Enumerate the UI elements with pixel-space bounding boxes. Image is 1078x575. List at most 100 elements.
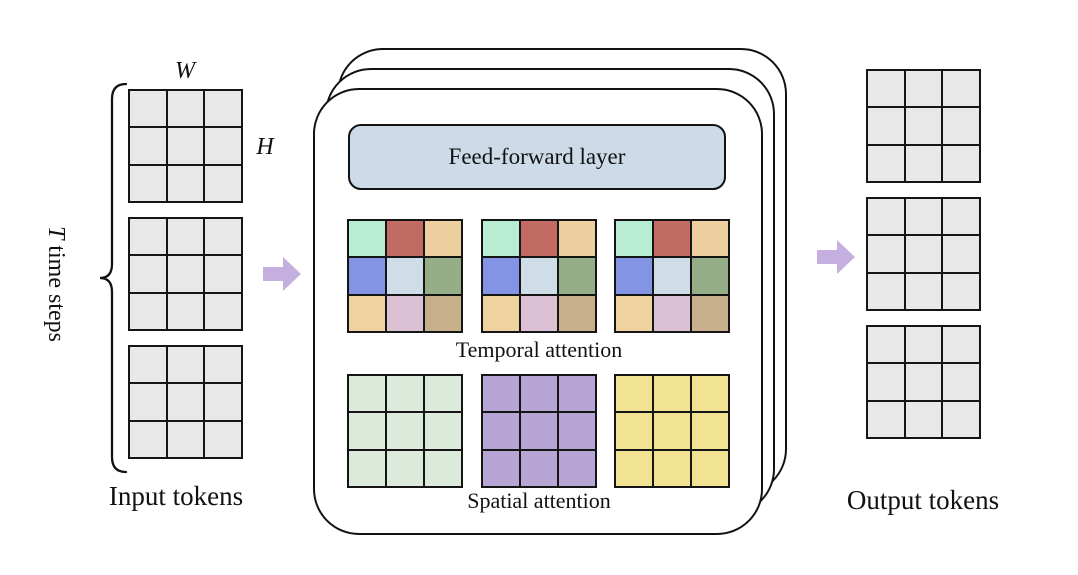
token-cell xyxy=(205,91,241,127)
token-cell xyxy=(868,401,904,437)
input-flow-arrow-icon xyxy=(263,257,301,291)
output-flow-arrow-icon xyxy=(817,240,855,274)
token-cell xyxy=(943,236,979,272)
token-cell xyxy=(425,221,461,257)
token-cell xyxy=(616,295,652,331)
token-cell xyxy=(559,295,595,331)
feed-forward-label: Feed-forward layer xyxy=(448,144,626,169)
token-cell xyxy=(205,165,241,201)
token-cell xyxy=(559,258,595,294)
token-cell xyxy=(654,413,690,449)
token-cell xyxy=(943,108,979,144)
token-cell xyxy=(943,199,979,235)
token-cell xyxy=(205,421,241,457)
token-cell xyxy=(130,384,166,420)
token-cell xyxy=(905,401,942,437)
token-cell xyxy=(205,384,241,420)
token-cell xyxy=(205,256,241,292)
token-cell xyxy=(387,413,423,449)
token-cell xyxy=(130,219,166,255)
token-cell xyxy=(692,450,728,486)
token-cell xyxy=(868,145,904,181)
token-cell xyxy=(167,293,204,329)
token-cell xyxy=(387,295,423,331)
feed-forward-layer: Feed-forward layer xyxy=(348,124,726,190)
token-cell xyxy=(130,91,166,127)
token-cell xyxy=(167,128,204,164)
token-cell xyxy=(521,295,557,331)
token-cell xyxy=(905,71,942,107)
token-cell xyxy=(483,221,519,257)
token-cell xyxy=(868,71,904,107)
output-token-grid-1 xyxy=(866,69,981,183)
token-cell xyxy=(167,347,204,383)
token-cell xyxy=(868,236,904,272)
token-cell xyxy=(559,450,595,486)
token-cell xyxy=(943,273,979,309)
token-cell xyxy=(205,128,241,164)
token-cell xyxy=(692,258,728,294)
token-cell xyxy=(130,256,166,292)
token-cell xyxy=(905,364,942,400)
token-cell xyxy=(616,376,652,412)
token-cell xyxy=(616,221,652,257)
token-cell xyxy=(425,376,461,412)
token-cell xyxy=(167,91,204,127)
token-cell xyxy=(654,221,690,257)
token-cell xyxy=(387,221,423,257)
token-cell xyxy=(868,199,904,235)
input-tokens-label: Input tokens xyxy=(108,481,244,511)
token-cell xyxy=(943,145,979,181)
token-cell xyxy=(205,293,241,329)
token-cell xyxy=(905,199,942,235)
token-cell xyxy=(559,413,595,449)
output-token-grid-3 xyxy=(866,325,981,439)
token-cell xyxy=(167,384,204,420)
token-cell xyxy=(387,450,423,486)
spatial-attention-grid-3 xyxy=(614,374,730,488)
token-cell xyxy=(425,413,461,449)
token-cell xyxy=(868,108,904,144)
token-cell xyxy=(905,108,942,144)
time-variable: T xyxy=(43,225,69,240)
token-cell xyxy=(167,165,204,201)
token-cell xyxy=(521,221,557,257)
height-label: H xyxy=(256,134,274,160)
input-token-grid-3 xyxy=(128,345,243,459)
token-cell xyxy=(483,450,519,486)
token-cell xyxy=(349,376,385,412)
token-cell xyxy=(905,145,942,181)
token-cell xyxy=(943,401,979,437)
token-cell xyxy=(130,128,166,164)
time-steps-label: T time steps xyxy=(39,203,69,365)
token-cell xyxy=(616,413,652,449)
token-cell xyxy=(521,258,557,294)
token-cell xyxy=(654,295,690,331)
token-cell xyxy=(483,295,519,331)
token-cell xyxy=(559,221,595,257)
token-cell xyxy=(616,258,652,294)
time-steps-brace-icon xyxy=(99,82,128,474)
token-cell xyxy=(483,258,519,294)
token-cell xyxy=(868,273,904,309)
token-cell xyxy=(425,258,461,294)
token-cell xyxy=(943,327,979,363)
token-cell xyxy=(387,376,423,412)
token-cell xyxy=(425,450,461,486)
temporal-attention-label: Temporal attention xyxy=(455,337,623,362)
token-cell xyxy=(349,258,385,294)
token-cell xyxy=(483,376,519,412)
token-cell xyxy=(205,219,241,255)
token-cell xyxy=(167,421,204,457)
token-cell xyxy=(868,364,904,400)
temporal-attention-grid-1 xyxy=(347,219,463,333)
token-cell xyxy=(349,221,385,257)
token-cell xyxy=(559,376,595,412)
token-cell xyxy=(905,273,942,309)
token-cell xyxy=(349,413,385,449)
token-cell xyxy=(943,71,979,107)
temporal-attention-grid-2 xyxy=(481,219,597,333)
token-cell xyxy=(521,413,557,449)
token-cell xyxy=(692,413,728,449)
